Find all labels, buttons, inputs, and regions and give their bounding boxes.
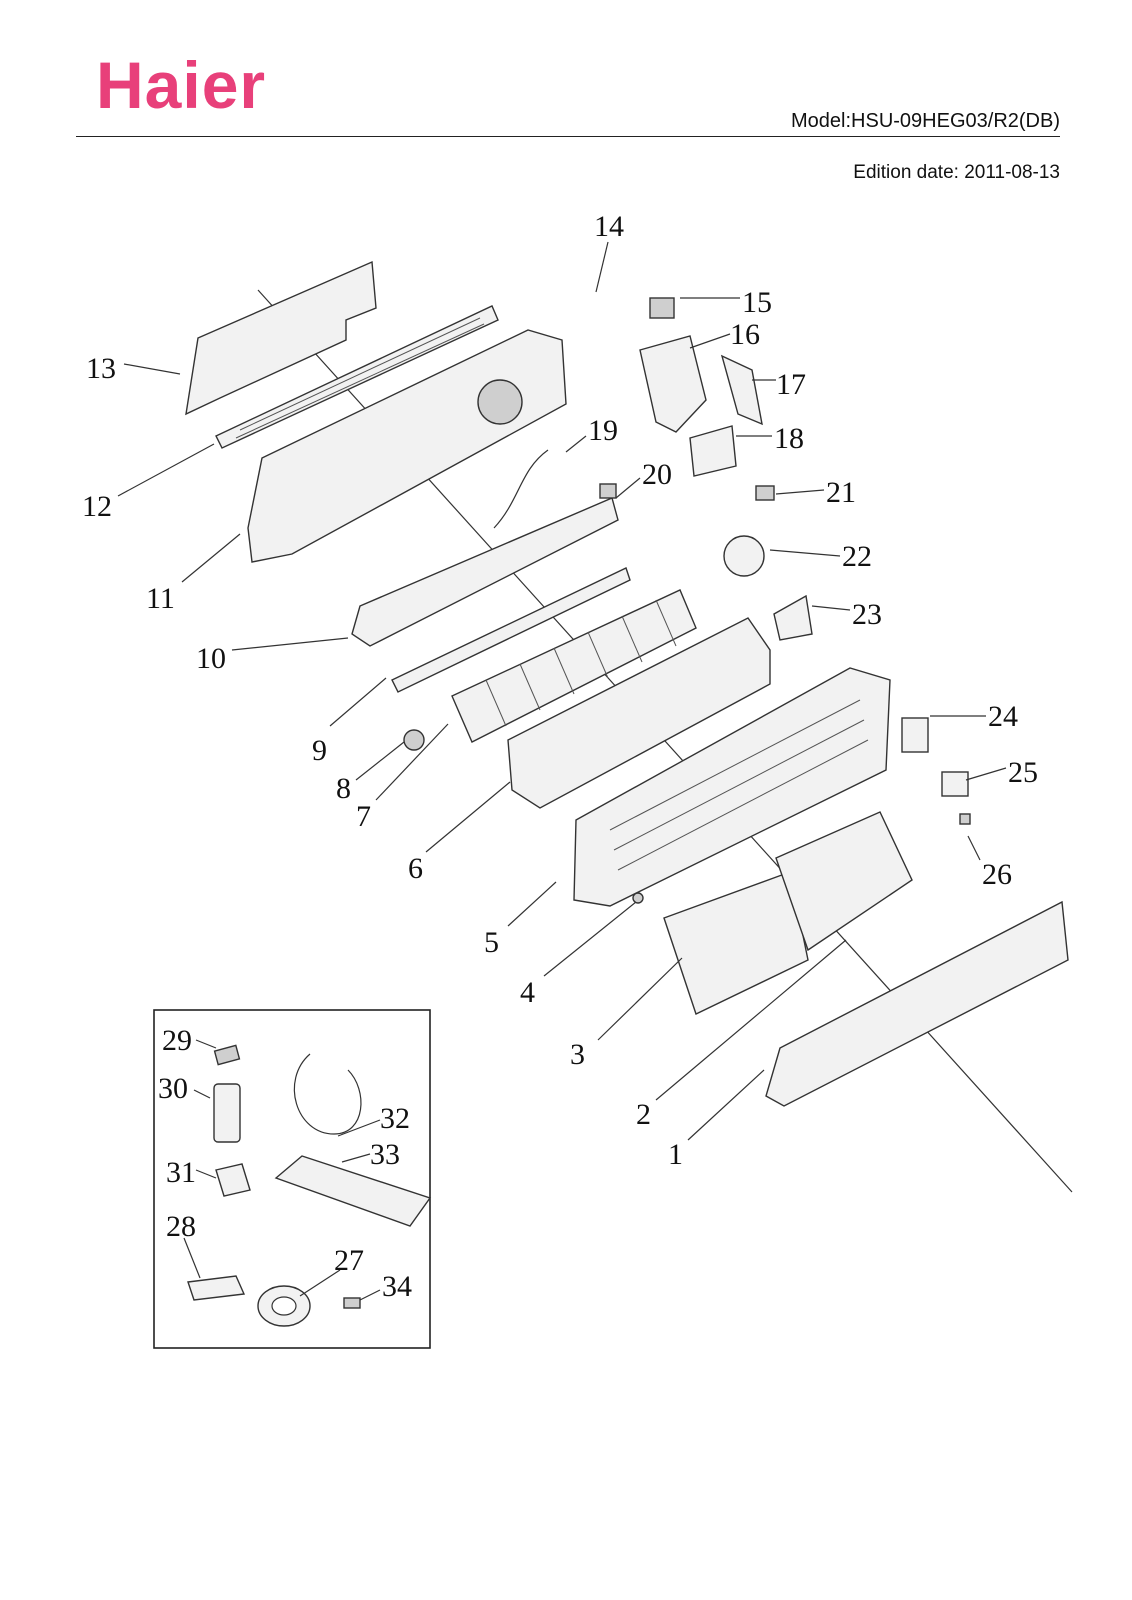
part-33-filter-pack — [274, 1155, 432, 1227]
part-22-motor — [723, 535, 765, 577]
callout-23: 23 — [852, 598, 882, 631]
callout-8: 8 — [336, 772, 351, 805]
part-3-air-filter — [663, 871, 809, 1015]
callout-27: 27 — [334, 1244, 364, 1277]
callout-31: 31 — [166, 1156, 196, 1189]
part-29-batteries — [213, 1044, 241, 1066]
callout-9: 9 — [312, 734, 327, 767]
part-13-mounting-plate — [185, 260, 377, 416]
part-34-small-part — [343, 1297, 361, 1309]
callout-1: 1 — [668, 1138, 683, 1171]
part-1-front-panel — [765, 900, 1069, 1107]
callout-24: 24 — [988, 700, 1018, 733]
callout-5: 5 — [484, 926, 499, 959]
callout-25: 25 — [1008, 756, 1038, 789]
header-divider — [76, 136, 1060, 137]
part-12-filter-strip — [215, 305, 499, 449]
part-11-chassis — [247, 329, 567, 563]
callout-34: 34 — [382, 1270, 412, 1303]
callout-16: 16 — [730, 318, 760, 351]
part-25-display — [941, 771, 969, 797]
callout-20: 20 — [642, 458, 672, 491]
callout-33: 33 — [370, 1138, 400, 1171]
accessory-box — [153, 1009, 431, 1349]
part-18-cover — [689, 425, 737, 477]
callout-12: 12 — [82, 490, 112, 523]
part-8-bearing — [403, 729, 425, 751]
callout-4: 4 — [520, 976, 535, 1009]
callout-21: 21 — [826, 476, 856, 509]
part-10-louver-frame — [351, 497, 619, 647]
callout-29: 29 — [162, 1024, 192, 1057]
part-24-cover — [901, 717, 929, 753]
callout-2: 2 — [636, 1098, 651, 1131]
callout-30: 30 — [158, 1072, 188, 1105]
callout-3: 3 — [570, 1038, 585, 1071]
part-21-connector — [755, 485, 775, 501]
callout-13: 13 — [86, 352, 116, 385]
part-26-sensor — [959, 813, 971, 825]
part-20-part — [599, 483, 617, 499]
part-7-crossflow-fan — [451, 589, 697, 743]
callout-32: 32 — [380, 1102, 410, 1135]
part-19-drain-hose — [493, 449, 549, 529]
part-4-screw — [632, 892, 644, 904]
edition-date: Edition date: 2011-08-13 — [853, 162, 1060, 183]
callout-15: 15 — [742, 286, 772, 319]
callout-6: 6 — [408, 852, 423, 885]
callout-18: 18 — [774, 422, 804, 455]
callout-11: 11 — [146, 582, 175, 615]
callout-26: 26 — [982, 858, 1012, 891]
wall-sleeve-hole — [271, 1296, 297, 1316]
part-32-insulation-hose — [293, 1053, 362, 1135]
callout-19: 19 — [588, 414, 618, 447]
part-2-air-filter — [775, 811, 913, 952]
part-31-screw-bag — [215, 1163, 251, 1197]
part-9-guide-strip — [391, 567, 631, 693]
brand-logo: Haier — [96, 48, 267, 122]
model-label: Model:HSU-09HEG03/R2(DB) — [791, 110, 1060, 132]
part-30-remote-control — [213, 1083, 241, 1143]
part-6-evaporator — [507, 617, 771, 809]
part-15-box — [649, 297, 675, 319]
part-17-control-board — [720, 354, 763, 426]
callout-10: 10 — [196, 642, 226, 675]
part-5-front-frame — [573, 667, 891, 907]
callout-7: 7 — [356, 800, 371, 833]
callout-28: 28 — [166, 1210, 196, 1243]
part-28-holder — [187, 1275, 246, 1301]
chassis-fan-housing — [477, 379, 523, 425]
callout-17: 17 — [776, 368, 806, 401]
callout-14: 14 — [594, 210, 624, 243]
part-16-electrical-box — [639, 335, 707, 433]
callout-22: 22 — [842, 540, 872, 573]
part-23-bracket — [773, 594, 813, 641]
